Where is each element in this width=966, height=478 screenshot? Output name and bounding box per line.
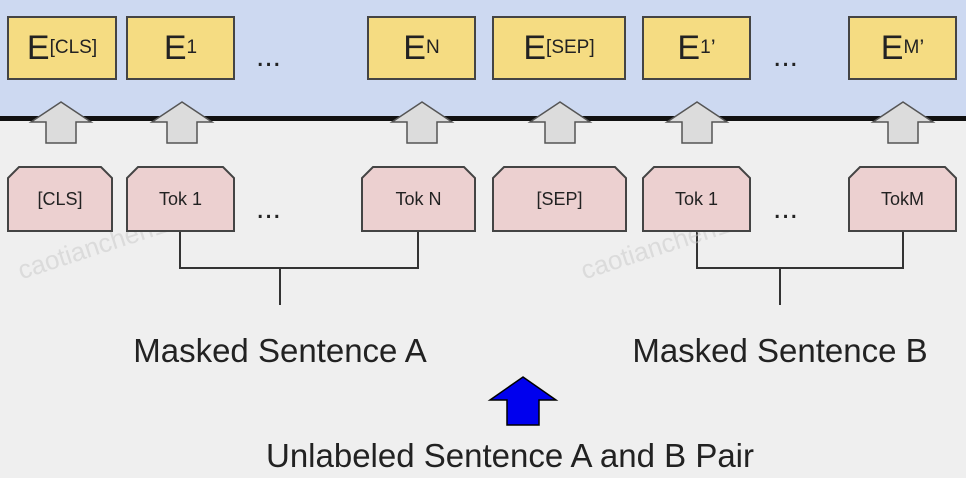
embedding-sub: N [425, 37, 440, 58]
embedding-sep: E[SEP] [492, 16, 626, 80]
token-label: [SEP] [536, 188, 583, 209]
up-arrow-icon [28, 101, 94, 144]
embedding-prime: ’ [919, 35, 925, 60]
bracket-sentence-a [179, 232, 419, 305]
token-b-m: TokM [848, 166, 957, 232]
token-label: Tok 1 [674, 188, 719, 209]
token-label: [CLS] [37, 188, 83, 209]
embedding-sub: 1 [186, 37, 198, 58]
embedding-base: E [677, 28, 701, 67]
embedding-sub: [SEP] [546, 37, 595, 58]
embedding-sub: 1 [700, 37, 711, 58]
embedding-base: E [523, 28, 547, 67]
input-pair-label: Unlabeled Sentence A and B Pair [265, 437, 755, 474]
token-b-1: Tok 1 [642, 166, 751, 232]
band-divider [0, 116, 966, 121]
token-cls: [CLS] [7, 166, 113, 232]
bracket-sentence-b [696, 232, 904, 305]
token-ellipsis-b: ... [773, 192, 799, 225]
token-a-n: Tok N [361, 166, 476, 232]
embedding-prime: ’ [710, 35, 716, 60]
embedding-ellipsis-a: ... [256, 40, 282, 73]
up-arrow-icon [389, 101, 455, 144]
up-arrow-icon [664, 101, 730, 144]
embedding-base: E [403, 28, 426, 67]
embedding-base: E [163, 28, 187, 67]
embedding-sub: [CLS] [49, 37, 98, 58]
token-sep: [SEP] [492, 166, 627, 232]
token-label: Tok 1 [158, 188, 203, 209]
embedding-base: E [26, 28, 50, 67]
up-arrow-icon [870, 101, 936, 144]
token-label: TokM [880, 188, 924, 209]
embedding-cls: E[CLS] [7, 16, 117, 80]
sentence-b-label: Masked Sentence B [632, 332, 928, 369]
token-label: Tok N [395, 188, 442, 209]
token-ellipsis-a: ... [256, 192, 282, 225]
token-a-1: Tok 1 [126, 166, 235, 232]
sentence-a-label: Masked Sentence A [133, 332, 427, 369]
up-arrow-icon [527, 101, 593, 144]
embedding-sub: M [903, 37, 920, 58]
input-up-arrow-icon [487, 376, 559, 426]
embedding-ellipsis-b: ... [773, 40, 799, 73]
embedding-base: E [880, 28, 904, 67]
up-arrow-icon [149, 101, 215, 144]
